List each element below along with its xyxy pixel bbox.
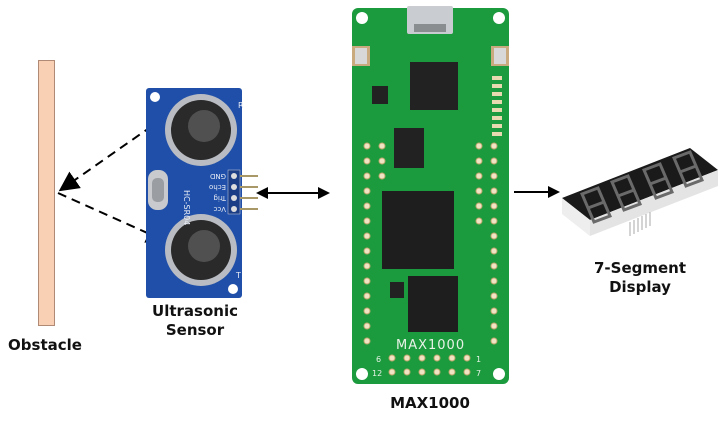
arrowhead-left	[256, 187, 268, 199]
svg-text:R: R	[238, 101, 244, 110]
svg-text:Echo: Echo	[209, 183, 226, 191]
svg-text:1: 1	[476, 355, 481, 364]
max1000-board: MAX1000 6 1 12 7	[352, 6, 509, 384]
svg-text:HC-SR04: HC-SR04	[182, 190, 191, 225]
reflect-wave-arrow	[57, 192, 167, 243]
seven-segment-display	[562, 148, 718, 236]
ultrasonic-sensor: GND Echo Trig Vcc HC-SR04 R T	[146, 88, 258, 298]
obstacle-block	[38, 60, 55, 326]
transmit-wave-arrow	[58, 125, 153, 192]
svg-text:6: 6	[376, 355, 381, 364]
svg-text:7: 7	[476, 369, 481, 378]
sensor-label-line1: Ultrasonic	[152, 302, 238, 320]
svg-text:MAX1000: MAX1000	[396, 338, 465, 353]
display-label-line1: 7-Segment	[593, 259, 687, 277]
sensor-label-line2: Sensor	[165, 321, 225, 339]
svg-text:Trig: Trig	[213, 194, 227, 202]
svg-text:Vcc: Vcc	[213, 205, 226, 213]
obstacle-label: Obstacle	[8, 336, 82, 354]
arrowhead-display	[548, 186, 560, 198]
fpga-label: MAX1000	[390, 394, 470, 412]
svg-text:12: 12	[372, 369, 382, 378]
svg-text:T: T	[235, 271, 241, 280]
display-label-line2: Display	[609, 278, 671, 296]
arrowhead-right	[318, 187, 330, 199]
svg-text:GND: GND	[210, 172, 226, 180]
